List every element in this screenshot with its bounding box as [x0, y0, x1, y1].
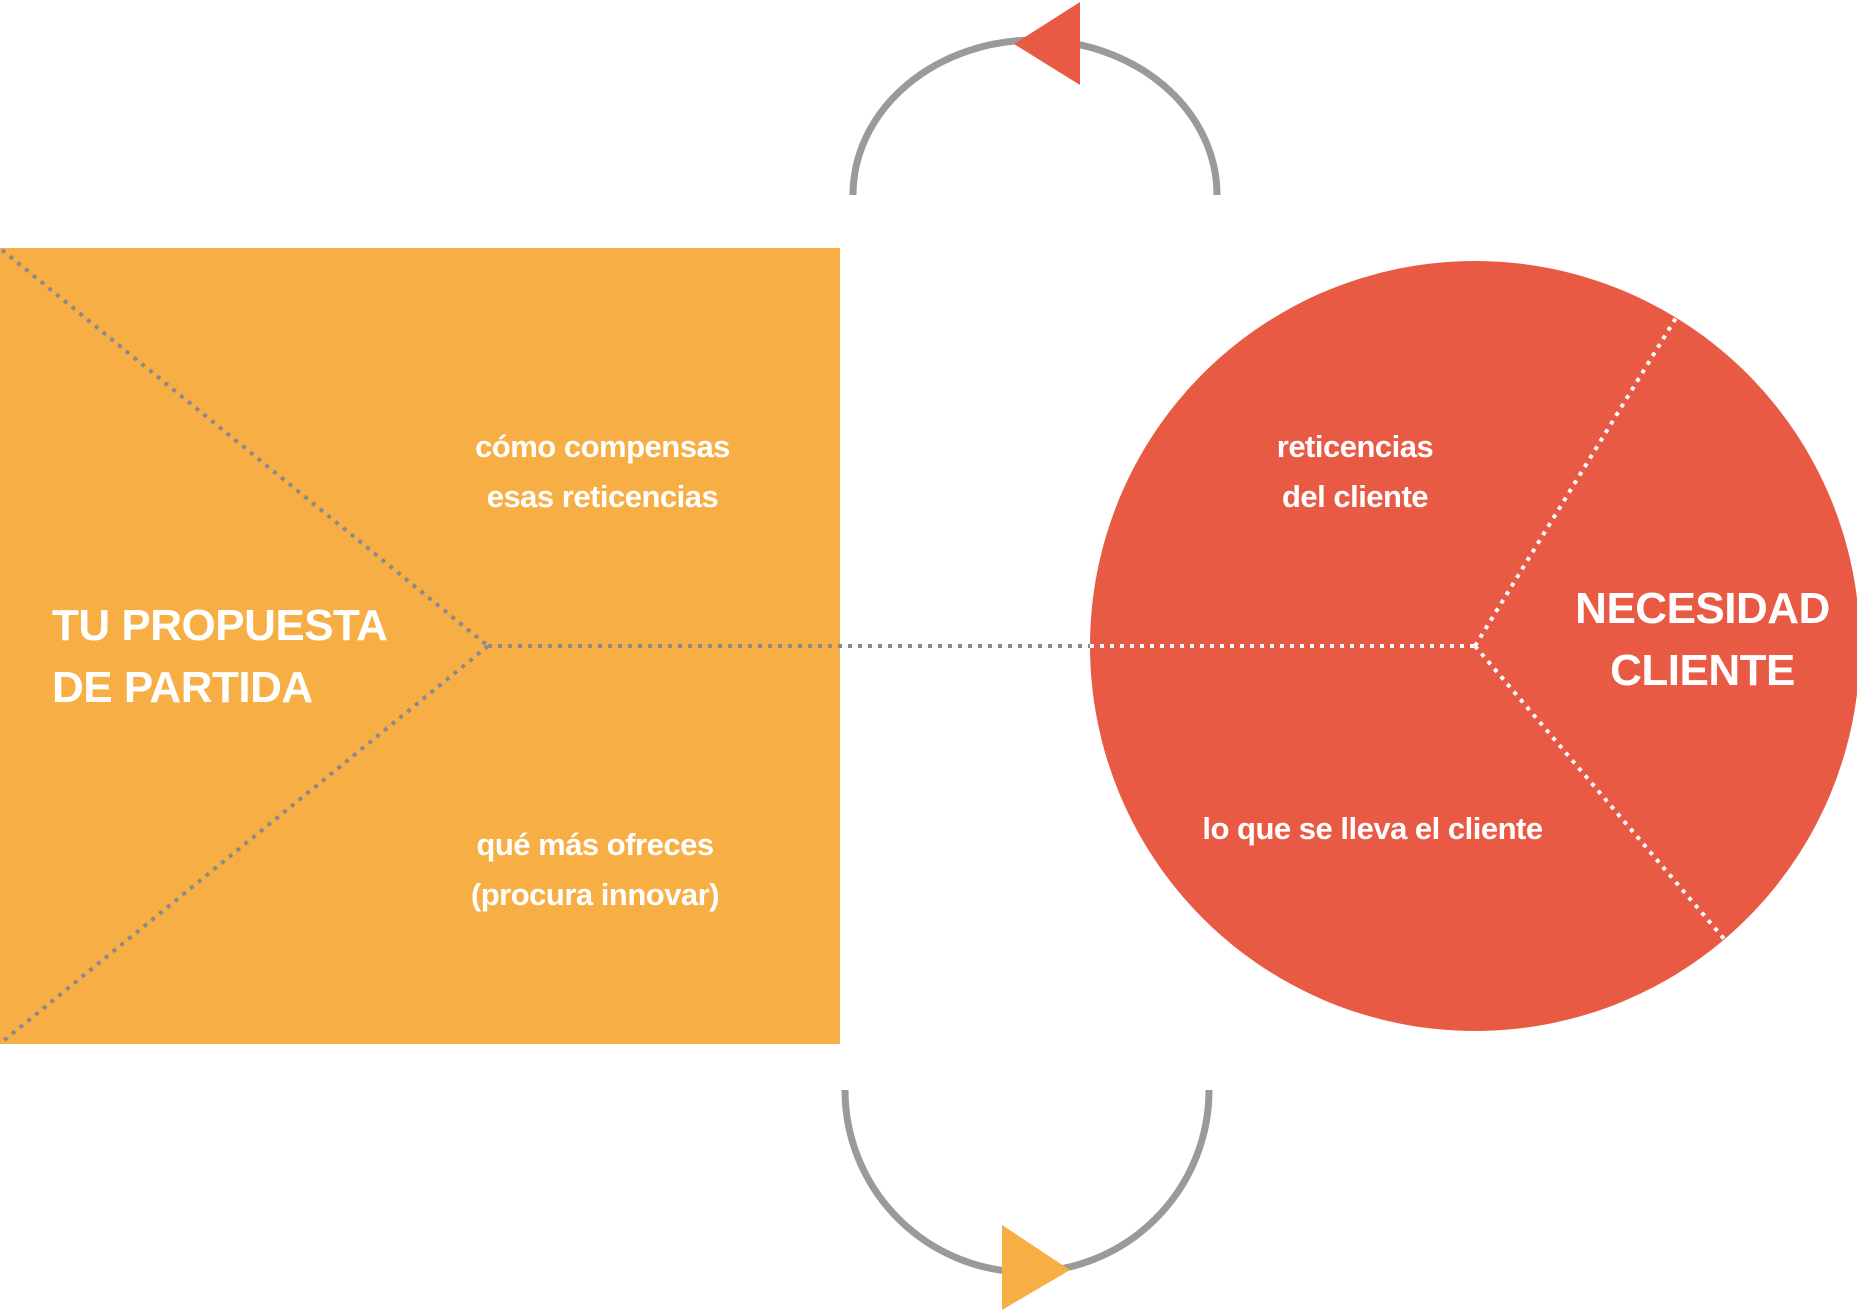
reticence-line1: reticencias — [1276, 429, 1434, 464]
proposal-title: TU PROPUESTA DE PARTIDA — [52, 595, 388, 719]
offer-line2: (procura innovar) — [470, 877, 720, 912]
takeaway-label: lo que se lleva el cliente — [1175, 804, 1570, 854]
bottom-cycle-arrow-icon — [1002, 1225, 1070, 1310]
offer-line1: qué más ofreces — [476, 827, 714, 862]
offer-label: qué más ofreces (procura innovar) — [435, 820, 755, 920]
proposal-title-line2: DE PARTIDA — [52, 663, 313, 712]
proposal-lower-divider — [0, 644, 490, 1044]
proposal-upper-divider — [0, 248, 490, 648]
need-title: NECESIDAD CLIENTE — [1570, 578, 1835, 702]
reticence-label: reticencias del cliente — [1205, 422, 1505, 522]
need-title-line1: NECESIDAD — [1575, 584, 1830, 633]
compensation-label: cómo compensas esas reticencias — [445, 422, 760, 522]
compensation-line2: esas reticencias — [486, 479, 719, 514]
proposal-title-line1: TU PROPUESTA — [52, 601, 388, 650]
compensation-line1: cómo compensas — [475, 429, 730, 464]
takeaway-line: lo que se lleva el cliente — [1202, 811, 1543, 846]
top-cycle-arc — [849, 36, 1221, 196]
need-lower-divider — [1473, 644, 1727, 942]
need-upper-divider — [1473, 306, 1684, 648]
top-cycle-arrow-icon — [1014, 2, 1080, 85]
reticence-line2: del cliente — [1281, 479, 1429, 514]
need-title-line2: CLIENTE — [1610, 646, 1795, 695]
